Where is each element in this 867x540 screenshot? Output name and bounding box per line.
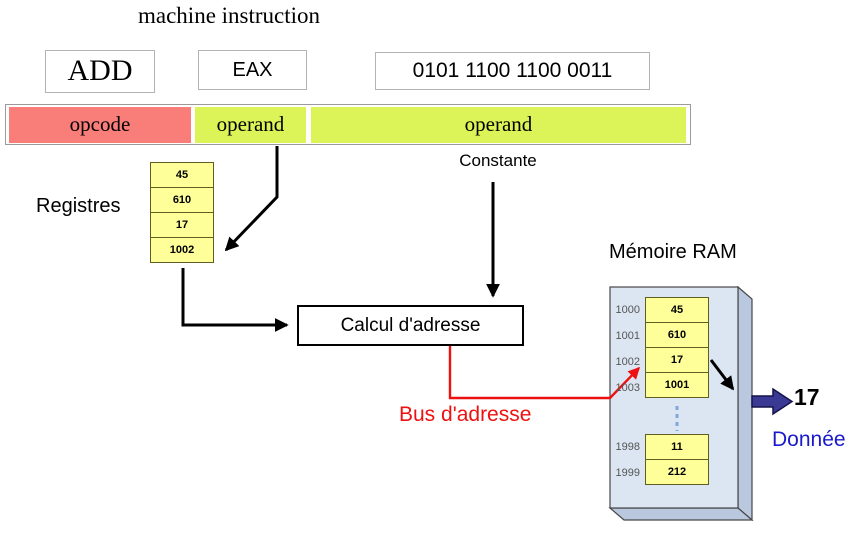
ram-cell: 1001 bbox=[645, 372, 709, 398]
ram-chip-bottom-face bbox=[608, 507, 754, 521]
arrow-ram-cell-to-data-out bbox=[709, 359, 735, 391]
mnemonic-box: ADD bbox=[45, 50, 155, 93]
register-cell: 610 bbox=[150, 187, 214, 213]
format-segment-operand1: operand bbox=[195, 107, 306, 143]
ram-address: 1999 bbox=[615, 467, 640, 479]
register-cell: 45 bbox=[150, 162, 214, 188]
format-segment-operand2: operand bbox=[311, 107, 686, 143]
data-out-value: 17 bbox=[794, 384, 820, 410]
binary-constant-box: 0101 1100 1100 0011 bbox=[375, 52, 650, 90]
ram-cell-column-top: 45 610 17 1001 bbox=[645, 297, 709, 398]
ram-address: 1001 bbox=[615, 330, 640, 342]
arrow-operand1-to-registers bbox=[224, 146, 279, 252]
ram-address: 1000 bbox=[615, 304, 640, 316]
ram-address: 1003 bbox=[615, 382, 640, 394]
ram-cell: 11 bbox=[645, 434, 709, 460]
ram-cell: 610 bbox=[645, 322, 709, 348]
register-cell: 1002 bbox=[150, 237, 214, 263]
ram-chip-side-face bbox=[737, 285, 753, 522]
ram-title: Mémoire RAM bbox=[609, 241, 737, 263]
register-table: 45 610 17 1002 bbox=[150, 162, 214, 263]
register-operand-box: EAX bbox=[198, 50, 307, 90]
address-bus-label: Bus d'adresse bbox=[399, 403, 532, 426]
ram-cell-column-bottom: 11 212 bbox=[645, 434, 709, 485]
constante-label: Constante bbox=[459, 151, 537, 170]
address-calc-box: Calcul d'adresse bbox=[297, 305, 524, 346]
data-out-label: Donnée bbox=[772, 428, 846, 451]
diagram-title: machine instruction bbox=[138, 3, 321, 28]
ram-address: 1002 bbox=[615, 356, 640, 368]
ram-cell: 17 bbox=[645, 347, 709, 373]
ram-cell: 212 bbox=[645, 459, 709, 485]
ram-address: 1998 bbox=[615, 441, 640, 453]
register-cell: 17 bbox=[150, 212, 214, 238]
arrow-registers-to-address-calc bbox=[181, 268, 289, 332]
registers-label: Registres bbox=[36, 195, 121, 217]
format-segment-opcode: opcode bbox=[9, 107, 191, 143]
ram-cell: 45 bbox=[645, 297, 709, 323]
address-bus-line bbox=[448, 346, 641, 400]
data-out-arrow-icon bbox=[751, 387, 794, 416]
